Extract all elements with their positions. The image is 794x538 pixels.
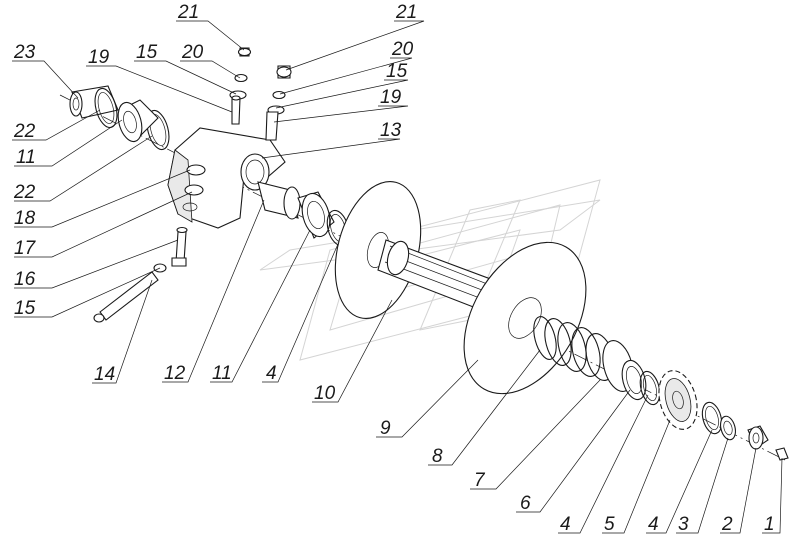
callout-20-right: 20: [391, 39, 414, 60]
callout-4-lower: 4: [648, 514, 659, 535]
callout-16: 16: [14, 269, 36, 290]
callout-15-lower: 15: [14, 298, 36, 319]
leader-lines: [12, 20, 783, 534]
callout-21-left: 21: [177, 2, 199, 23]
part-12-sleeve: [257, 181, 301, 220]
part-14-long-pin: [93, 271, 159, 323]
callout-23: 23: [13, 42, 36, 63]
callout-19-left: 19: [88, 47, 110, 68]
callout-11-upper: 11: [16, 147, 36, 168]
part-11-bearing-upper: [117, 99, 159, 143]
callout-19-right: 19: [380, 87, 402, 108]
callout-7: 7: [474, 470, 486, 491]
callout-11-lower: 11: [212, 363, 232, 384]
part-4-ring-c: [701, 401, 723, 435]
callout-21-right: 21: [395, 2, 417, 23]
part-11-bearing-lower: [297, 191, 335, 239]
part-1-cotter-pin: [775, 447, 789, 461]
part-16-bolt: [171, 226, 188, 267]
part-4-ring-b: [639, 370, 661, 406]
bolt-stack-right: [265, 65, 292, 141]
callout-13: 13: [380, 120, 402, 141]
callout-1: 1: [764, 514, 775, 535]
callout-4-middle: 4: [560, 514, 571, 535]
callout-5: 5: [604, 514, 615, 535]
callout-6: 6: [520, 493, 531, 514]
callout-labels: 23 22 11 22 18 17 16 15 14 19 15 20 21 2…: [13, 2, 775, 535]
part-13-housing: [167, 127, 286, 229]
callout-12: 12: [164, 363, 186, 384]
callout-14: 14: [94, 364, 115, 385]
callout-10: 10: [314, 383, 336, 404]
bolt-stack-left: [229, 47, 252, 125]
part-3-washer: [720, 415, 736, 441]
callout-15-right: 15: [386, 61, 408, 82]
callout-22-lower: 22: [13, 182, 36, 203]
callout-22-upper: 22: [13, 121, 36, 142]
part-2-nut: [747, 425, 769, 450]
part-8-spring: [533, 316, 615, 381]
callout-3: 3: [678, 514, 689, 535]
callout-15-left: 15: [136, 42, 158, 63]
callout-9: 9: [380, 418, 391, 439]
callout-17: 17: [14, 238, 37, 259]
callout-4-upper: 4: [266, 363, 277, 384]
part-5-sprocket: [658, 370, 698, 430]
callout-18: 18: [14, 208, 36, 229]
callout-2: 2: [721, 514, 733, 535]
callout-8: 8: [432, 446, 443, 467]
part-9-disc: [463, 241, 587, 395]
callout-20-left: 20: [181, 42, 204, 63]
